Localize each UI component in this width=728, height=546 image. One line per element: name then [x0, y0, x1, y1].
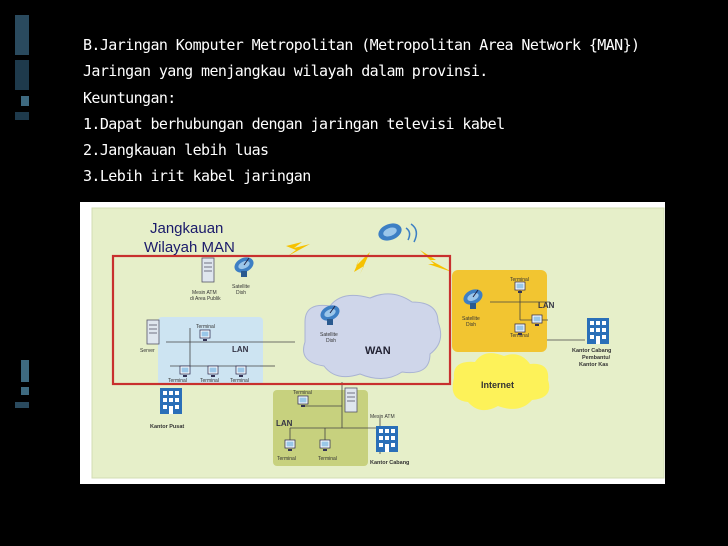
terminal-label: Terminal — [293, 390, 312, 396]
advantages-heading: Keuntungan: — [83, 89, 176, 107]
internet-label: Internet — [481, 380, 514, 390]
building-icon — [376, 426, 398, 452]
server-label: Server — [140, 348, 155, 354]
kantor-pusat-label: Kantor Pusat — [150, 424, 184, 430]
decor-bar-6 — [21, 387, 29, 395]
advantage-item: 1.Dapat berhubungan dengan jaringan tele… — [83, 115, 505, 133]
kantor-cabang-label: Kantor Cabang — [370, 460, 409, 466]
atm-machine-icon — [344, 387, 358, 413]
atm-public-label: di Area Publik — [190, 296, 221, 302]
satellite-icon — [378, 223, 418, 243]
terminal-label: Terminal — [277, 456, 296, 462]
terminal-label: Terminal — [196, 324, 215, 330]
satellite-dish-label: Satellite — [320, 332, 338, 338]
satellite-dish-label: Dish — [236, 290, 246, 296]
kantor-cabang-pembantu-label: Kantor Kas — [579, 362, 608, 368]
satellite-dish-label: Satellite — [462, 316, 480, 322]
terminal-label: Terminal — [168, 378, 187, 384]
atm-machine-icon — [201, 257, 215, 283]
decor-bar-2 — [15, 60, 29, 90]
internet-cloud: Internet — [452, 353, 550, 411]
atm-public-label: Mesin ATM — [192, 290, 217, 296]
decor-bar-3 — [21, 96, 29, 106]
terminal-label: Terminal — [230, 378, 249, 384]
terminal-label: Terminal — [318, 456, 337, 462]
atm-label: Mesin ATM — [370, 414, 395, 420]
man-coverage-frame — [111, 254, 452, 386]
decor-bar-4 — [15, 112, 29, 120]
advantage-item: 3.Lebih irit kabel jaringan — [83, 167, 311, 185]
terminal-label: Terminal — [510, 277, 529, 283]
satellite-dish-label: Satellite — [232, 284, 250, 290]
decor-bar-1 — [15, 15, 29, 55]
kantor-cabang-pembantu-label: Pembantu/ — [582, 355, 611, 361]
man-label: Jangkauan — [150, 220, 223, 237]
wan-label: WAN — [365, 345, 391, 357]
decor-bar-5 — [21, 360, 29, 382]
slide-definition: Jaringan yang menjangkau wilayah dalam p… — [83, 62, 488, 80]
man-network-diagram: Internet Terminal Terminal LAN Satellite… — [80, 202, 665, 484]
man-label: Wilayah MAN — [144, 239, 235, 256]
branch-lan-zone — [452, 270, 547, 352]
satellite-dish-label: Dish — [466, 322, 476, 328]
decor-bar-7 — [15, 402, 29, 408]
diagram-svg: Internet Terminal Terminal LAN Satellite… — [91, 207, 665, 479]
satellite-dish-label: Dish — [326, 338, 336, 344]
advantage-item: 2.Jangkauan lebih luas — [83, 141, 269, 159]
terminal-label: Terminal — [200, 378, 219, 384]
slide-title: B.Jaringan Komputer Metropolitan (Metrop… — [83, 36, 640, 54]
lan-label: LAN — [232, 345, 249, 354]
building-icon — [160, 388, 182, 414]
kantor-cabang-pembantu-label: Kantor Cabang — [572, 348, 611, 354]
lan-label: LAN — [276, 419, 293, 428]
building-icon — [587, 318, 609, 344]
terminal-label: Terminal — [510, 333, 529, 339]
lan-label: LAN — [538, 301, 555, 310]
server-icon — [146, 319, 160, 345]
